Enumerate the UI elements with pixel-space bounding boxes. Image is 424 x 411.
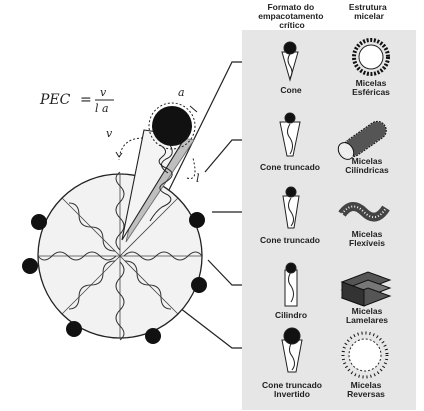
cylinder-icon <box>284 262 298 307</box>
header-structure: Estrutura micelar <box>349 2 389 21</box>
svg-text:=: = <box>80 92 92 108</box>
svg-text:PEC: PEC <box>39 92 71 108</box>
shape-icons <box>279 41 303 373</box>
cylindrical-micelle-icon <box>337 120 387 160</box>
micelle-wheel <box>22 171 207 344</box>
connector-lines <box>167 61 242 349</box>
lamellar-micelle-icon <box>340 271 392 307</box>
shapes-panel <box>242 30 416 410</box>
connector-line-5 <box>179 307 242 349</box>
head-group <box>31 214 47 230</box>
connector-line-2 <box>204 139 242 173</box>
svg-text:l a: l a <box>95 102 109 115</box>
cone-icon <box>281 41 299 82</box>
pec-formula: PEC = v l a <box>39 86 114 115</box>
svg-text:v: v <box>100 86 107 99</box>
extracted-cone <box>115 102 198 243</box>
symbol-v: v <box>106 127 113 140</box>
row-1-shape-label: Cone <box>280 85 302 95</box>
flexible-micelle-icon <box>338 202 390 222</box>
inverted-truncated-cone-icon <box>281 327 303 373</box>
connector-line-1 <box>167 61 242 193</box>
spherical-micelle-icon <box>352 38 390 76</box>
reverse-micelle-icon <box>341 331 389 379</box>
row-2-shape-label: Cone truncado <box>260 162 320 172</box>
polar-head <box>152 106 192 146</box>
connector-line-4 <box>207 259 242 286</box>
row-4-shape-label: Cilindro <box>275 310 307 320</box>
symbol-a: a <box>178 86 185 99</box>
row-3-shape-label: Cone truncado <box>260 235 320 245</box>
micelle-structures <box>337 38 392 379</box>
truncated-cone-icon <box>279 112 301 157</box>
truncated-cone-icon-2 <box>282 186 300 229</box>
symbol-l: l <box>196 172 200 185</box>
header-shape: Formato do empacotamento crítico <box>258 2 326 30</box>
